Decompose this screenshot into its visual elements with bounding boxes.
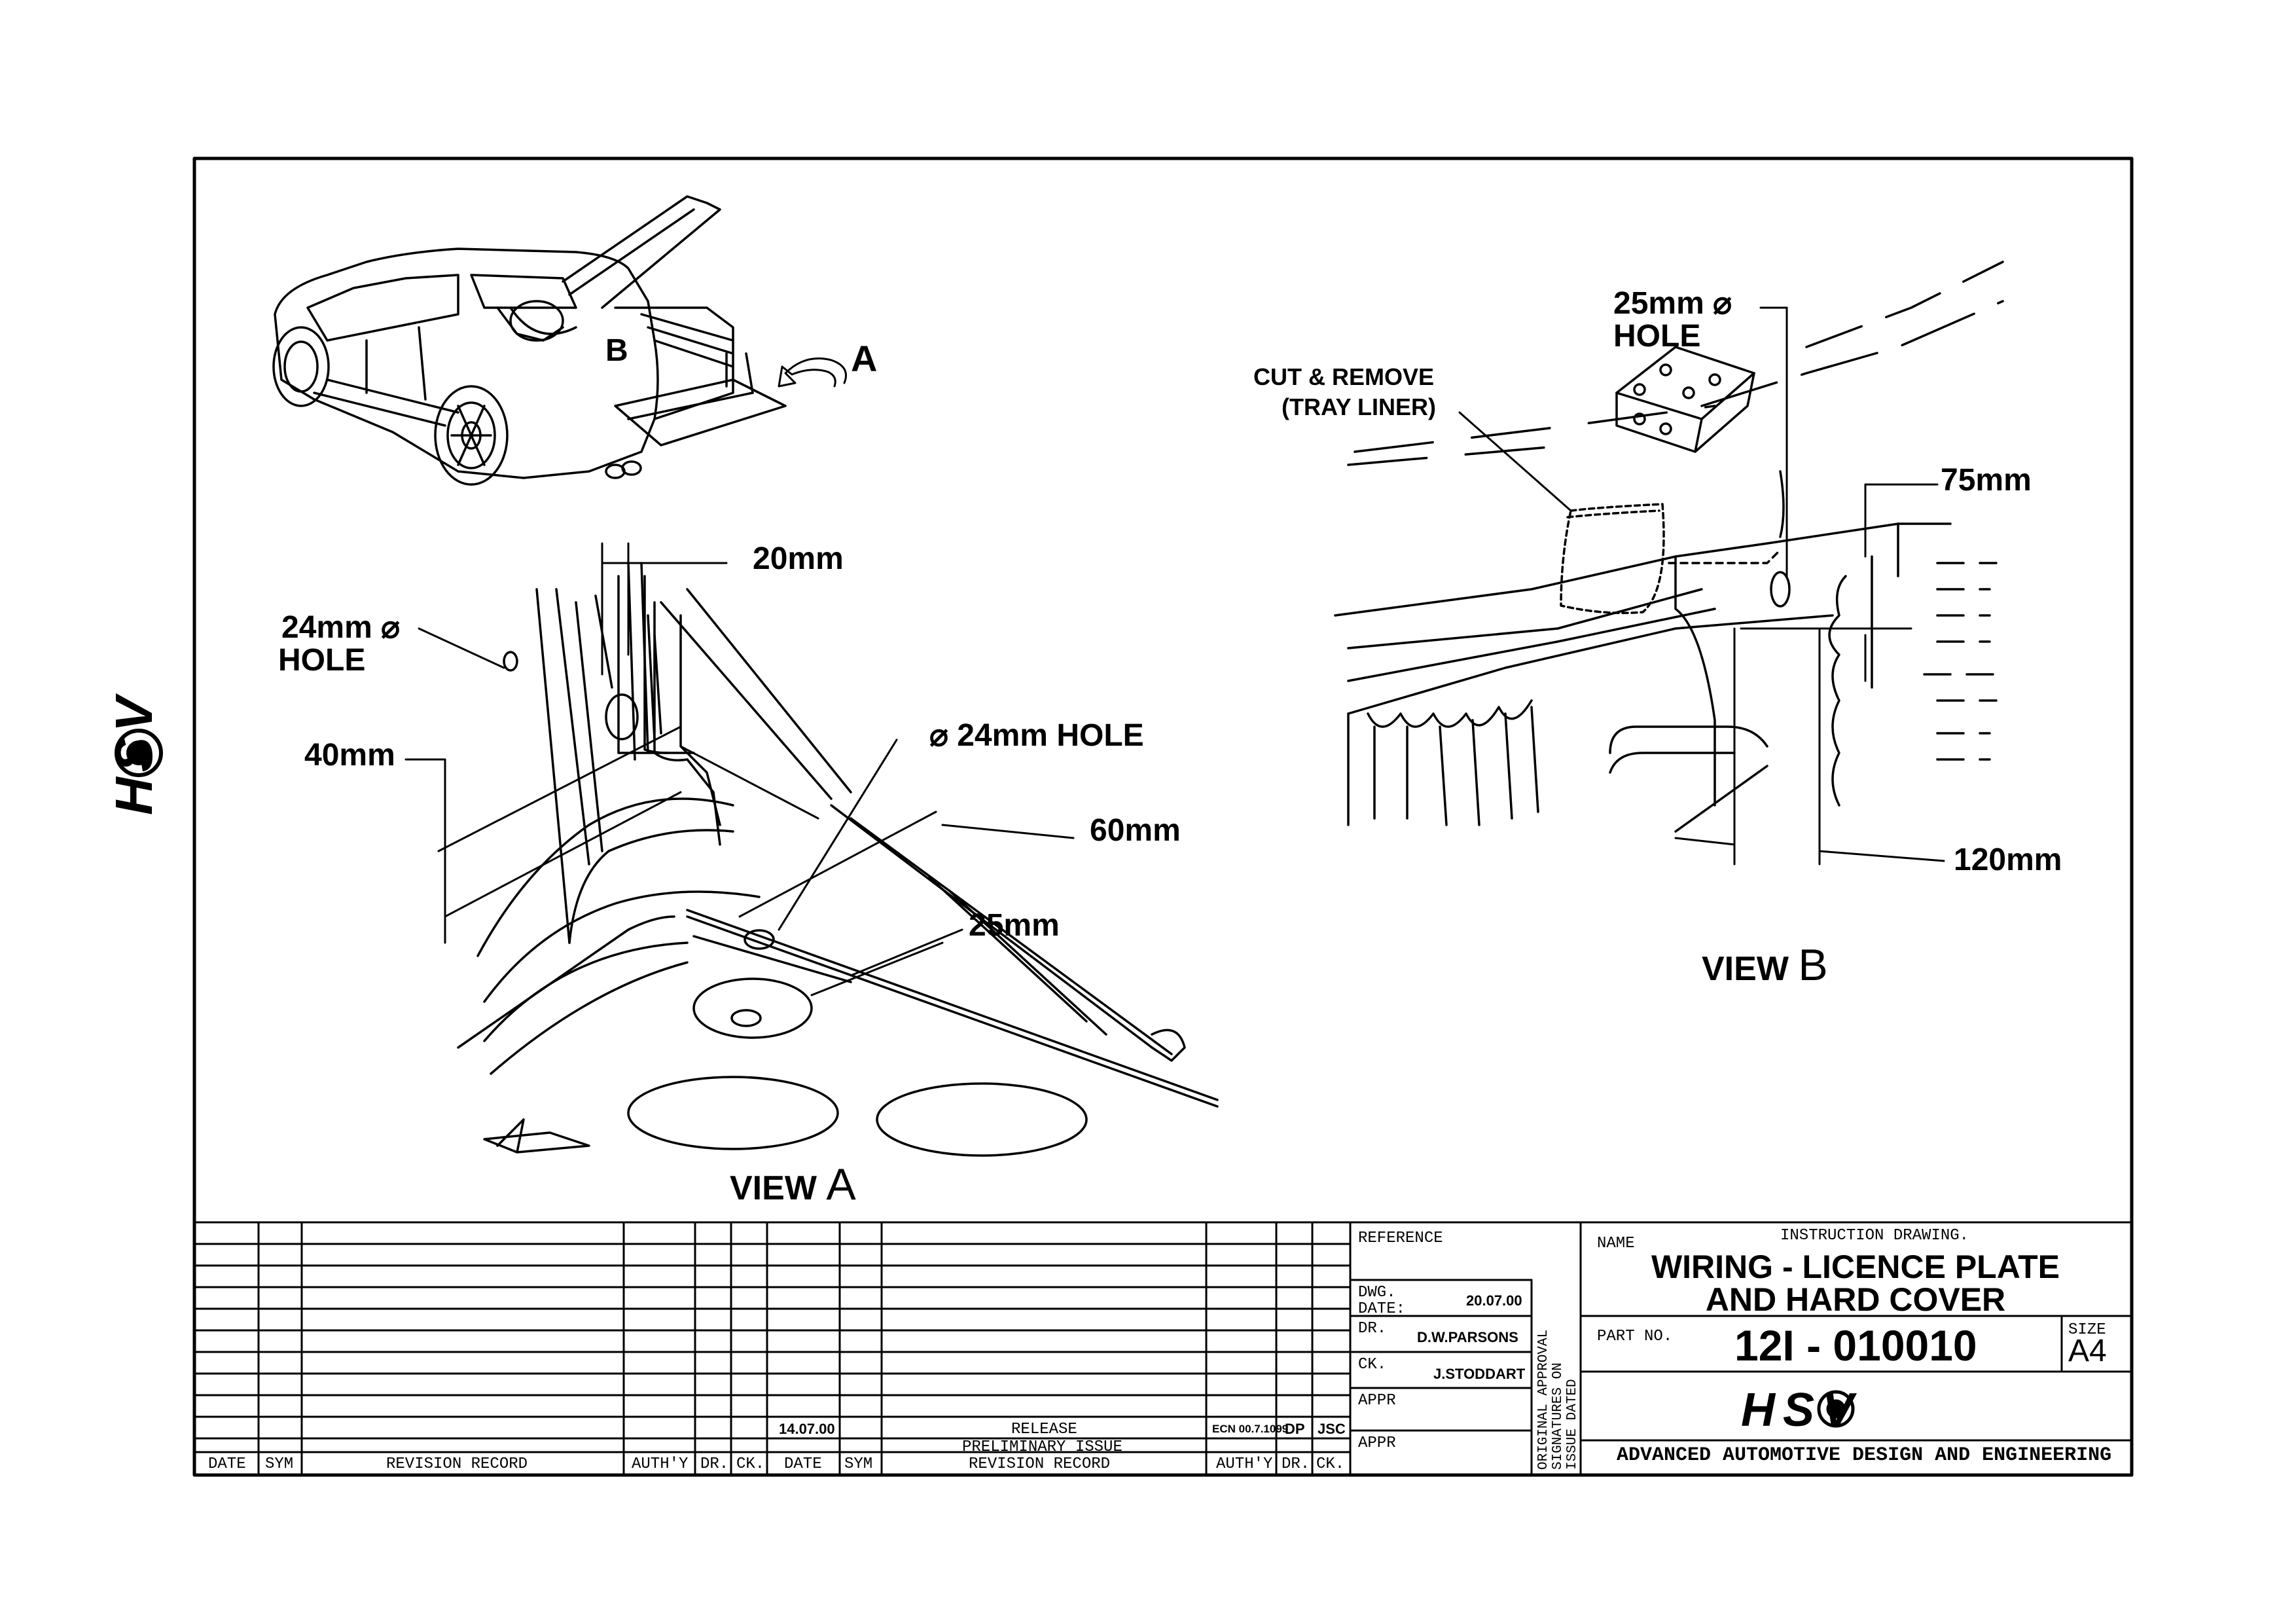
- rev-header-date-left: DATE: [208, 1455, 246, 1473]
- ck-label: CK.: [1358, 1356, 1387, 1374]
- dim-24mm-hole-size: 24mm ⌀: [281, 610, 400, 645]
- dim-40mm: 40mm: [304, 738, 395, 773]
- approval-vertical-line2: SIGNATURES ON: [1551, 1362, 1566, 1470]
- rev-header-ck-right: CK.: [1316, 1455, 1345, 1473]
- dwg-date-label-1: DWG.: [1358, 1284, 1396, 1302]
- rev-release-date: 14.07.00: [779, 1421, 835, 1437]
- dim-25mm-hole-size: 25mm ⌀: [1613, 286, 1732, 321]
- cut-remove-line1: CUT & REMOVE: [1253, 363, 1435, 390]
- rev-header-authy-left: AUTH'Y: [632, 1455, 689, 1473]
- view-a-letter: A: [826, 1159, 856, 1209]
- dim-75mm: 75mm: [1941, 463, 2032, 498]
- rev-header-authy-right: AUTH'Y: [1216, 1455, 1273, 1473]
- appr-label-1: APPR: [1358, 1392, 1396, 1410]
- approval-vertical-note: ORIGINAL APPROVAL SIGNATURES ON ISSUE DA…: [1536, 1329, 1581, 1470]
- overview-marker-a: A: [851, 338, 878, 379]
- dim-25mm-hole-word: HOLE: [1613, 319, 1701, 354]
- dim-20mm: 20mm: [753, 541, 844, 576]
- drawing-type: INSTRUCTION DRAWING.: [1780, 1227, 1969, 1245]
- size-value: A4: [2068, 1334, 2107, 1368]
- overview-marker-b: B: [605, 333, 628, 368]
- view-a-illustration: [404, 542, 1219, 1157]
- vehicle-overview-illustration: [272, 195, 847, 486]
- rev-prelim-record: PRELIMINARY ISSUE: [962, 1438, 1122, 1456]
- approval-vertical-line3: ISSUE DATED: [1565, 1379, 1581, 1470]
- drawing-title-line1: WIRING - LICENCE PLATE: [1651, 1249, 2060, 1285]
- title-block-grid: [193, 1221, 2133, 1476]
- ck-value: J.STODDART: [1433, 1366, 1526, 1382]
- dwg-date-value: 20.07.00: [1466, 1292, 1522, 1309]
- dim-120mm: 120mm: [1954, 843, 2062, 877]
- dim-60mm: 60mm: [1090, 813, 1181, 848]
- name-label: NAME: [1597, 1235, 1635, 1252]
- view-a-word: VIEW: [730, 1169, 817, 1207]
- cut-remove-line2: (TRAY LINER): [1282, 393, 1437, 420]
- view-b-letter: B: [1798, 940, 1828, 990]
- rev-release-ck: JSC: [1318, 1421, 1346, 1437]
- view-b-illustration: [1334, 261, 2004, 866]
- side-logo-hsv: [115, 729, 163, 777]
- rev-release-record: RELEASE: [1011, 1421, 1077, 1438]
- rev-release-authy: ECN 00.7.1099: [1212, 1423, 1289, 1435]
- rev-header-record-left: REVISION RECORD: [386, 1455, 528, 1473]
- view-a-title: VIEW A: [730, 1162, 856, 1207]
- part-no-label: PART NO.: [1597, 1328, 1673, 1345]
- part-no-value: 12I - 010010: [1734, 1321, 1977, 1370]
- rev-release-dr: DP: [1285, 1421, 1305, 1437]
- drawing-title-line2: AND HARD COVER: [1705, 1281, 2006, 1318]
- rev-header-dr-left: DR.: [700, 1455, 729, 1473]
- company-name: ADVANCED AUTOMOTIVE DESIGN AND ENGINEERI…: [1617, 1444, 2112, 1467]
- view-b-title: VIEW B: [1702, 943, 1828, 987]
- appr-label-2: APPR: [1358, 1434, 1396, 1452]
- rev-header-sym-left: SYM: [265, 1455, 294, 1473]
- view-b-word: VIEW: [1702, 950, 1789, 988]
- size-label: SIZE: [2068, 1321, 2106, 1339]
- dim-24mm-hole-b: ⌀ 24mm HOLE: [929, 718, 1144, 753]
- dwg-date-label-2: DATE:: [1358, 1300, 1406, 1318]
- dr-value: D.W.PARSONS: [1417, 1329, 1518, 1345]
- rev-header-record-right: REVISION RECORD: [969, 1455, 1111, 1473]
- dim-25mm: 25mm: [969, 908, 1060, 943]
- sheet-border: [192, 156, 2134, 1477]
- rev-header-date-right: DATE: [784, 1455, 822, 1473]
- title-block-logo: [1817, 1390, 1855, 1428]
- approval-vertical-line1: ORIGINAL APPROVAL: [1536, 1329, 1551, 1470]
- rev-header-dr-right: DR.: [1282, 1455, 1310, 1473]
- side-logo-text: HSV: [105, 691, 163, 816]
- dr-label: DR.: [1358, 1320, 1387, 1338]
- reference-label: REFERENCE: [1358, 1230, 1443, 1247]
- dim-24mm-hole-word: HOLE: [278, 643, 366, 678]
- rev-header-ck-left: CK.: [736, 1455, 765, 1473]
- title-block-logo-text: HSV: [1741, 1384, 1862, 1436]
- rev-header-sym-right: SYM: [844, 1455, 873, 1473]
